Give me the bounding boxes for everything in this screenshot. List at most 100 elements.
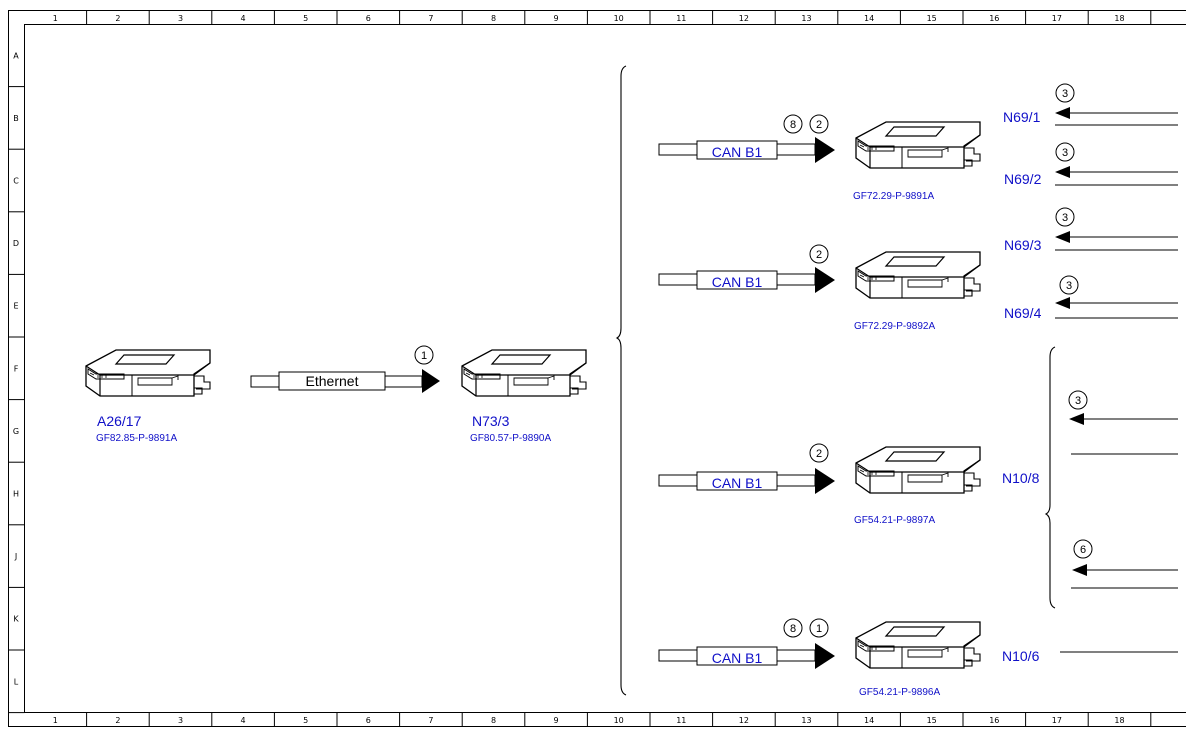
n69-connections: N69/1 3 N69/2 3 N69/3 3 N69/4 3	[1003, 83, 1178, 321]
callout-circle	[1055, 142, 1075, 162]
grid-row-label: K	[13, 615, 19, 624]
grid-row-label: E	[13, 302, 18, 311]
bus-label-can-3: CAN B1	[712, 475, 763, 491]
grid-col-label: 14	[864, 716, 874, 725]
callout-circle	[809, 244, 829, 264]
callout-can4-b: 1	[816, 623, 822, 635]
callout-can1-b: 2	[816, 119, 822, 131]
arrow-icon	[422, 369, 440, 393]
bus-ethernet: Ethernet 1	[250, 345, 440, 393]
callout-n69-1: 3	[1062, 88, 1068, 100]
grid-col-label: 18	[1114, 716, 1124, 725]
arrow-icon	[1055, 231, 1070, 243]
module-code-n73-3: GF80.57-P-9890A	[470, 433, 551, 444]
callout-can2: 2	[816, 249, 822, 261]
callout-eth-1: 1	[421, 350, 427, 362]
callout-circle	[414, 345, 434, 365]
callout-can1-a: 8	[790, 119, 796, 131]
grid-col-label: 2	[115, 14, 120, 23]
grid-col-label: 13	[801, 716, 811, 725]
grid-col-label: 1	[53, 14, 58, 23]
label-n69-1: N69/1	[1003, 109, 1041, 125]
bus-can-4: CAN B1 8 1	[658, 618, 835, 669]
callout-circle	[1059, 275, 1079, 295]
grid-col-label: 2	[115, 716, 120, 725]
grid-col-label: 12	[739, 716, 749, 725]
bus-label-can-2: CAN B1	[712, 274, 763, 290]
module-code-n69-1-2: GF72.29-P-9891A	[853, 191, 934, 202]
grid-col-label: 14	[864, 14, 874, 23]
module-code-n10-6: GF54.21-P-9896A	[859, 687, 940, 698]
module-n69-1-2: GF72.29-P-9891A	[853, 121, 981, 202]
grid-col-label: 7	[428, 14, 433, 23]
bus-can-3: CAN B1 2	[658, 443, 835, 494]
grid-col-label: 8	[491, 14, 496, 23]
bus-label-can-4: CAN B1	[712, 650, 763, 666]
callout-circle	[809, 618, 829, 638]
grid-col-label: 3	[178, 716, 183, 725]
grid-row-label: J	[14, 552, 17, 561]
grid-col-label: 11	[676, 14, 686, 23]
grid-col-label: 6	[366, 716, 371, 725]
arrow-icon	[815, 137, 835, 163]
arrow-icon	[815, 468, 835, 494]
grid-col-label: 7	[428, 716, 433, 725]
arrow-icon	[1055, 166, 1070, 178]
module-name-n73-3: N73/3	[472, 413, 510, 429]
grid-col-label: 5	[303, 14, 308, 23]
bus-can-2: CAN B1 2	[658, 244, 835, 293]
module-a26-17: A26/17 GF82.85-P-9891A	[85, 349, 211, 444]
grid-col-label: 17	[1052, 14, 1062, 23]
callout-circle	[783, 114, 803, 134]
callout-circle	[809, 443, 829, 463]
drawing-frame: 1122334455667788991010111112121313141415…	[8, 10, 1186, 727]
arrow-icon	[1072, 564, 1087, 576]
module-name-n10-8: N10/8	[1002, 470, 1040, 486]
callout-n69-3: 3	[1062, 212, 1068, 224]
grid-row-label: C	[13, 177, 19, 186]
grid-col-label: 1	[53, 716, 58, 725]
grid-col-label: 9	[554, 14, 559, 23]
arrow-icon	[815, 643, 835, 669]
arrow-icon	[1055, 297, 1070, 309]
grid-col-label: 6	[366, 14, 371, 23]
control-unit-icon	[85, 349, 211, 397]
grid-col-label: 13	[801, 14, 811, 23]
module-code-a26-17: GF82.85-P-9891A	[96, 433, 177, 444]
grid-col-label: 16	[989, 716, 999, 725]
grid-col-label: 12	[739, 14, 749, 23]
callout-circle	[809, 114, 829, 134]
arrow-icon	[1069, 413, 1084, 425]
label-n69-3: N69/3	[1004, 237, 1042, 253]
control-unit-icon	[461, 349, 587, 397]
callout-can3: 2	[816, 448, 822, 460]
grid-row-label: B	[13, 114, 19, 123]
module-n10-8: GF54.21-P-9897A N10/8 3 6	[854, 390, 1178, 589]
bus-label-ethernet: Ethernet	[306, 373, 359, 389]
callout-circle	[1055, 83, 1075, 103]
grid-col-label: 5	[303, 716, 308, 725]
callout-n69-4: 3	[1066, 280, 1072, 292]
grid-col-label: 11	[676, 716, 686, 725]
module-n10-6: GF54.21-P-9896A N10/6	[855, 621, 1178, 698]
bracket-right	[1044, 346, 1056, 609]
arrow-icon	[1055, 107, 1070, 119]
module-name-a26-17: A26/17	[97, 413, 142, 429]
label-n69-4: N69/4	[1004, 305, 1042, 321]
grid-col-label: 15	[927, 14, 937, 23]
grid-col-label: 10	[614, 14, 624, 23]
callout-circle	[1073, 539, 1093, 559]
grid-row-label: F	[14, 364, 19, 373]
label-n69-2: N69/2	[1004, 171, 1042, 187]
grid-col-label: 16	[989, 14, 999, 23]
control-unit-icon	[855, 621, 981, 669]
grid-col-label: 4	[241, 14, 246, 23]
grid-col-label: 3	[178, 14, 183, 23]
callout-circle	[783, 618, 803, 638]
module-code-n69-3-4: GF72.29-P-9892A	[854, 321, 935, 332]
bus-label-can-1: CAN B1	[712, 144, 763, 160]
grid-col-label: 4	[241, 716, 246, 725]
callout-n10-8-b: 6	[1080, 544, 1086, 556]
grid-col-label: 10	[614, 716, 624, 725]
